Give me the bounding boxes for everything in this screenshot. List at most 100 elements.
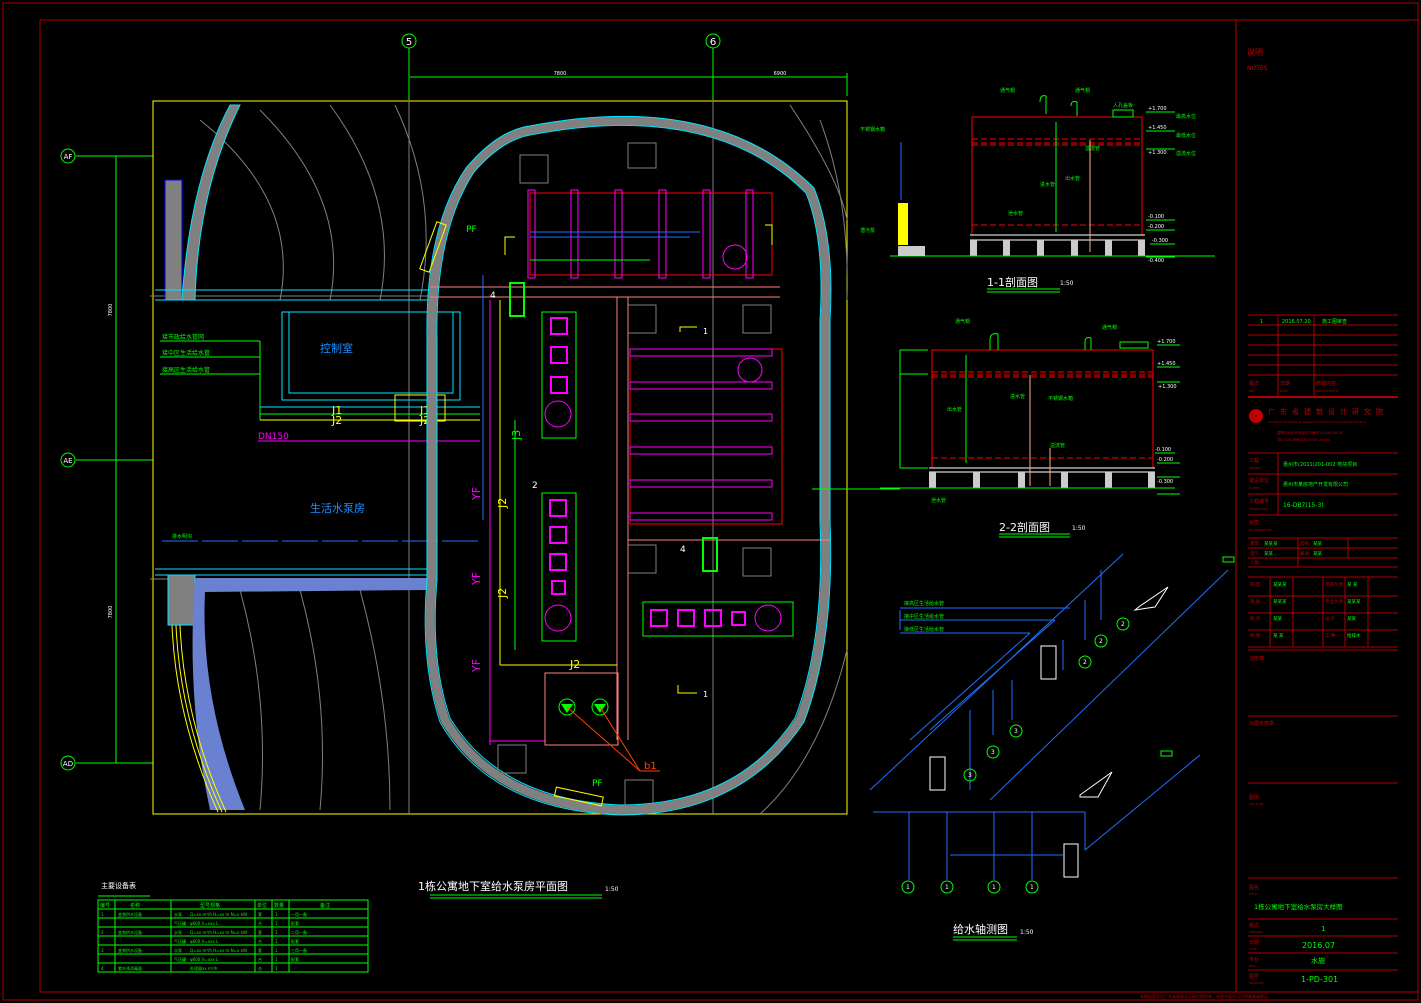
- section2-elevation: +1.700: [1157, 339, 1176, 345]
- stamp2-label: 出图专用章: [1249, 720, 1274, 727]
- iso-pump-number: 1: [992, 884, 996, 891]
- pipe-label-yf-1: YF: [470, 487, 483, 501]
- iso-pump-number: 1: [945, 884, 949, 891]
- rev-date: 2016.07.20: [1282, 319, 1311, 325]
- equipment-cell: 紫外线消毒器: [118, 965, 142, 971]
- key-plan-label: 图例: [1249, 794, 1259, 801]
- equipment-cell: 变频供水设备: [118, 929, 142, 935]
- iso-note-2: 接中区生活给水管: [904, 613, 944, 620]
- axis-bubble-ad: AD: [60, 755, 76, 771]
- section2-elevation: +1.450: [1157, 361, 1176, 367]
- sig-r1-v2: 某某: [1313, 541, 1322, 547]
- approval-label: 设 计: [1325, 615, 1336, 622]
- approval-value: 某某某: [1273, 582, 1287, 588]
- drain-note: 排水明沟: [172, 533, 192, 540]
- callout-2: 2: [532, 481, 538, 491]
- pipe-label-j1b: J1: [419, 404, 430, 417]
- discipline-label: 专业: [1249, 956, 1259, 963]
- dim-top-2: 6900: [774, 71, 787, 77]
- license: 建筑行业设计甲级证书编号 A144000018: [1277, 430, 1343, 435]
- svg-text:AD: AD: [63, 760, 73, 768]
- sig-r2-v1: 某某: [1264, 551, 1273, 557]
- section2-elevation: -0.200: [1157, 457, 1173, 463]
- equipment-cell: 三用一备: [291, 947, 307, 953]
- rev-h-mod-en: MODIFICATION: [1316, 389, 1338, 393]
- tel-fax: TEL 020-86651819 FAX 26040: [1276, 438, 1330, 442]
- equipment-cell: 气压罐: [174, 920, 186, 926]
- rev-h-no-en: REV.: [1249, 389, 1256, 393]
- section1-label: 通气帽: [1075, 87, 1090, 94]
- dim-left-2: 7800: [108, 606, 114, 619]
- company-name: 广东省建筑设计研究院: [1268, 407, 1388, 416]
- equipment-cell: 气压罐: [174, 938, 186, 944]
- section2-label: 不锈钢水箱: [1048, 395, 1073, 402]
- sump-pit: [544, 672, 619, 746]
- client-label: 建设单位: [1249, 477, 1269, 484]
- isometric-title: 给水轴测图: [953, 922, 1008, 936]
- equipment-cell: 1: [275, 966, 278, 971]
- water-tank-1: [529, 192, 773, 276]
- equipment-cell: 1: [101, 912, 104, 917]
- approval-value: 某某: [1273, 616, 1282, 622]
- pipe-label-j2: J2: [331, 414, 342, 427]
- callout-4a: 4: [490, 291, 496, 301]
- callout-4b: 4: [680, 545, 686, 555]
- project-label: 工程: [1249, 457, 1259, 464]
- rev-h-date-en: DATE: [1280, 389, 1288, 393]
- pipe-label-yf-2: YF: [470, 572, 483, 586]
- pipe-label-j2b: J2: [419, 414, 430, 427]
- plan-title: 1栋公寓地下室给水泵房平面图: [418, 879, 568, 893]
- pipe-label-pf-1: PF: [466, 225, 477, 235]
- section1-label: 人孔盖板: [1113, 102, 1133, 109]
- pump-room-wall: [425, 116, 831, 815]
- pipe-label-j2-v2: J2: [496, 588, 509, 599]
- discipline-label-en: DISC.: [1249, 964, 1257, 968]
- project-value: 惠州市(2011)201-002 地块项目: [1283, 461, 1357, 468]
- th-spec: 型号规格: [200, 902, 220, 909]
- section2-scale: 1:50: [1072, 525, 1086, 532]
- pressure-tank-2: [544, 604, 572, 632]
- equipment-cell: 水泵: [174, 911, 182, 917]
- section1-label: 进水管: [1040, 181, 1055, 188]
- rev-h-date: 日期: [1280, 381, 1290, 387]
- sig-r1-l2: 结构: [1300, 540, 1309, 547]
- version-value: 1: [1321, 925, 1325, 933]
- approval-value: 某某某: [1347, 599, 1361, 605]
- pump-group-1: [541, 311, 577, 439]
- discipline-value: 水施: [1311, 956, 1325, 965]
- th-no: 编号: [100, 902, 110, 909]
- pipe-label-pf-2: PF: [592, 779, 603, 789]
- svg-text:5: 5: [406, 37, 412, 48]
- iso-pump-number: 2: [1099, 638, 1103, 645]
- equipment-cell: φ600 V=xxx L: [190, 957, 219, 962]
- section1-label: 溢流水位: [1176, 150, 1196, 157]
- section1-elevation: -0.400: [1148, 258, 1164, 264]
- plan-boundary: [152, 100, 848, 815]
- equipment-table-title: 主要设备表: [101, 881, 136, 890]
- equipment-cell: 套: [258, 947, 262, 953]
- approval-label: 专业负责: [1325, 598, 1343, 605]
- section1-label: 最低水位: [1176, 132, 1196, 139]
- section2-elevation: -0.300: [1157, 479, 1173, 485]
- cosign-label-en: CO-SIGNATURE: [1249, 528, 1272, 532]
- equipment-cell: Q=xx m³/h H=xx m N=x kW: [190, 930, 247, 935]
- equipment-cell: 配套: [291, 920, 299, 926]
- pipe-label-yf-3: YF: [470, 659, 483, 673]
- approval-label: 审 核: [1250, 598, 1261, 605]
- equipment-cell: 台: [258, 938, 262, 944]
- equipment-cell: 1: [275, 957, 278, 962]
- pipe-label-j2-v1: J2: [496, 498, 509, 509]
- drawing-title-label: 图名: [1249, 884, 1259, 891]
- th-qty: 数量: [274, 902, 284, 909]
- control-room-label: 控制室: [320, 341, 353, 355]
- title-block: 说明 NOTES: [1140, 47, 1398, 999]
- footer-note: 本图纸版权归广东省建筑设计研究院所有，未经书面许可不得复制或转让: [1140, 993, 1268, 999]
- equipment-cell: 套: [258, 911, 262, 917]
- stamp-label: 注册章: [1249, 655, 1264, 662]
- section1-tank: [971, 116, 1143, 236]
- iso-pump-number: 2: [1083, 659, 1087, 666]
- label-b1: b1: [644, 761, 657, 772]
- iso-note-3: 接低区生活给水管: [904, 626, 944, 633]
